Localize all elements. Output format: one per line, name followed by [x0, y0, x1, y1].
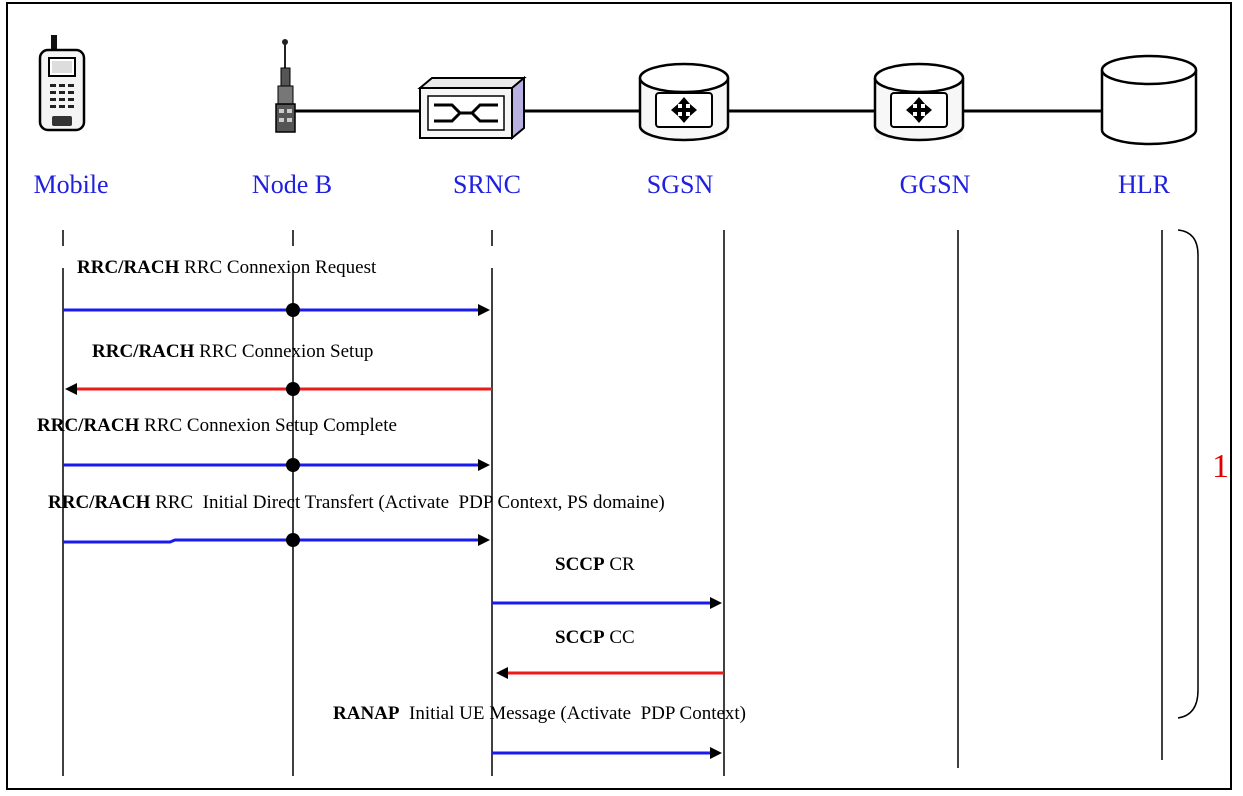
message-1-text: RRC Connexion Request: [184, 257, 377, 278]
message-7-arrow: [492, 747, 722, 759]
entity-label-node-b: Node B: [251, 170, 333, 199]
message-5-arrow: [492, 597, 722, 609]
message-1-label: RRC/RACH RRC Connexion Request: [77, 257, 376, 279]
message-5-protocol: SCCP: [555, 554, 605, 575]
message-3-arrow: [63, 458, 490, 472]
message-4-label: RRC/RACH RRC Initial Direct Transfert (A…: [48, 492, 665, 514]
message-4-protocol: RRC/RACH: [48, 492, 151, 513]
entity-label-mobile: Mobile: [33, 170, 109, 199]
diagram-frame: [6, 2, 1232, 790]
node-b-antenna-icon: [275, 39, 296, 133]
message-3-protocol: RRC/RACH: [37, 415, 140, 436]
message-1-protocol: RRC/RACH: [77, 257, 180, 278]
message-2-protocol: RRC/RACH: [92, 341, 195, 362]
mobile-phone-icon: [38, 35, 86, 132]
message-2-text: RRC Connexion Setup: [199, 341, 374, 362]
hlr-database-icon: [1100, 54, 1198, 146]
ggsn-router-icon: [873, 62, 965, 142]
message-7-text: Initial UE Message (Activate PDP Context…: [404, 703, 747, 724]
entity-label-sgsn: SGSN: [646, 170, 714, 199]
message-4-text: RRC Initial Direct Transfert (Activate P…: [155, 492, 665, 513]
message-6-label: SCCP CC: [555, 627, 635, 649]
srnc-switch-icon: [417, 75, 527, 141]
lifelines: [62, 230, 1163, 776]
message-3-label: RRC/RACH RRC Connexion Setup Complete: [37, 415, 397, 437]
grouping-bracket: [1177, 229, 1199, 719]
message-2-label: RRC/RACH RRC Connexion Setup: [92, 341, 373, 363]
entity-label-hlr: HLR: [1118, 170, 1170, 199]
message-6-protocol: SCCP: [555, 627, 605, 648]
sgsn-router-icon: [638, 62, 730, 142]
entity-label-ggsn: GGSN: [899, 170, 971, 199]
message-4-arrow: [63, 533, 490, 547]
message-6-arrow: [496, 667, 724, 679]
message-7-label: RANAP Initial UE Message (Activate PDP C…: [333, 703, 746, 725]
bracket-label: 1: [1212, 448, 1229, 485]
entity-label-srnc: SRNC: [453, 170, 521, 199]
message-7-protocol: RANAP: [333, 703, 400, 724]
message-5-text: CR: [609, 554, 635, 575]
message-1-arrow: [63, 303, 490, 317]
message-5-label: SCCP CR: [555, 554, 635, 576]
message-2-arrow: [65, 382, 492, 396]
message-6-text: CC: [609, 627, 635, 648]
message-3-text: RRC Connexion Setup Complete: [144, 415, 397, 436]
